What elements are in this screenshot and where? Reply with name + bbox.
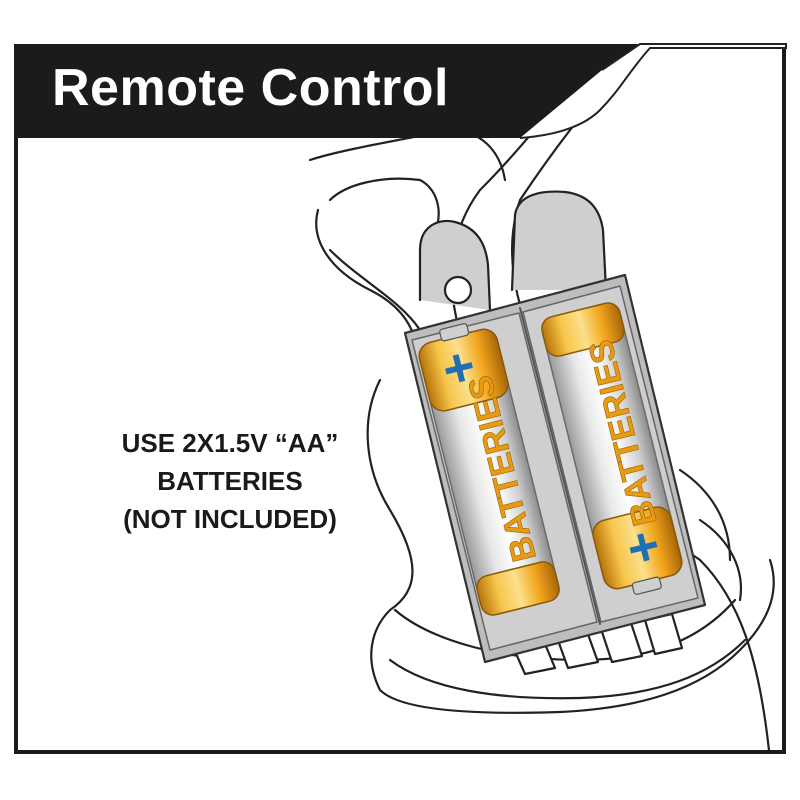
remote-top-buttons: [418, 190, 608, 312]
battery-instructions: USE 2X1.5V “AA” BATTERIES (NOT INCLUDED): [70, 424, 390, 538]
page-title: Remote Control: [52, 59, 449, 117]
battery-left: + BATTERIES: [418, 323, 560, 616]
instruction-line-3: (NOT INCLUDED): [123, 504, 337, 534]
header-band: [14, 43, 787, 139]
instruction-line-2: BATTERIES: [157, 466, 303, 496]
instruction-line-1: USE 2X1.5V “AA”: [121, 428, 339, 458]
